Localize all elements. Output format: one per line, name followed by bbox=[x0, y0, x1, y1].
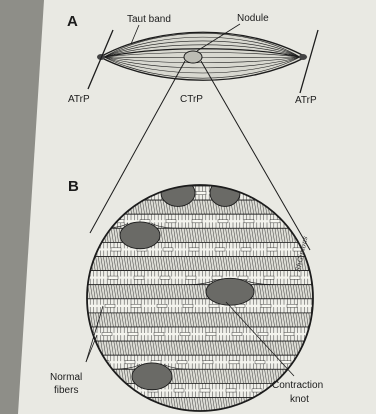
label-ctrp: CTrP bbox=[180, 94, 203, 105]
label-contraction-knot-1: Contraction bbox=[272, 380, 323, 391]
label-atrp-right: ATrP bbox=[295, 95, 317, 106]
panel-b-letter: B bbox=[68, 178, 79, 195]
label-normal-fibers-1: Normal bbox=[50, 372, 82, 383]
label-normal-fibers-2: fibers bbox=[54, 385, 78, 396]
label-nodule: Nodule bbox=[237, 13, 269, 24]
contraction-knot-3 bbox=[120, 222, 160, 249]
atrp-right-dot bbox=[299, 54, 307, 60]
contraction-knot-4 bbox=[206, 278, 254, 305]
label-taut-band: Taut band bbox=[127, 14, 171, 25]
label-contraction-knot-2: knot bbox=[290, 394, 309, 405]
nodule-ctrp bbox=[184, 51, 202, 63]
contraction-knot-5 bbox=[132, 363, 172, 390]
label-atrp-left: ATrP bbox=[68, 94, 90, 105]
panel-a-letter: A bbox=[67, 13, 78, 30]
